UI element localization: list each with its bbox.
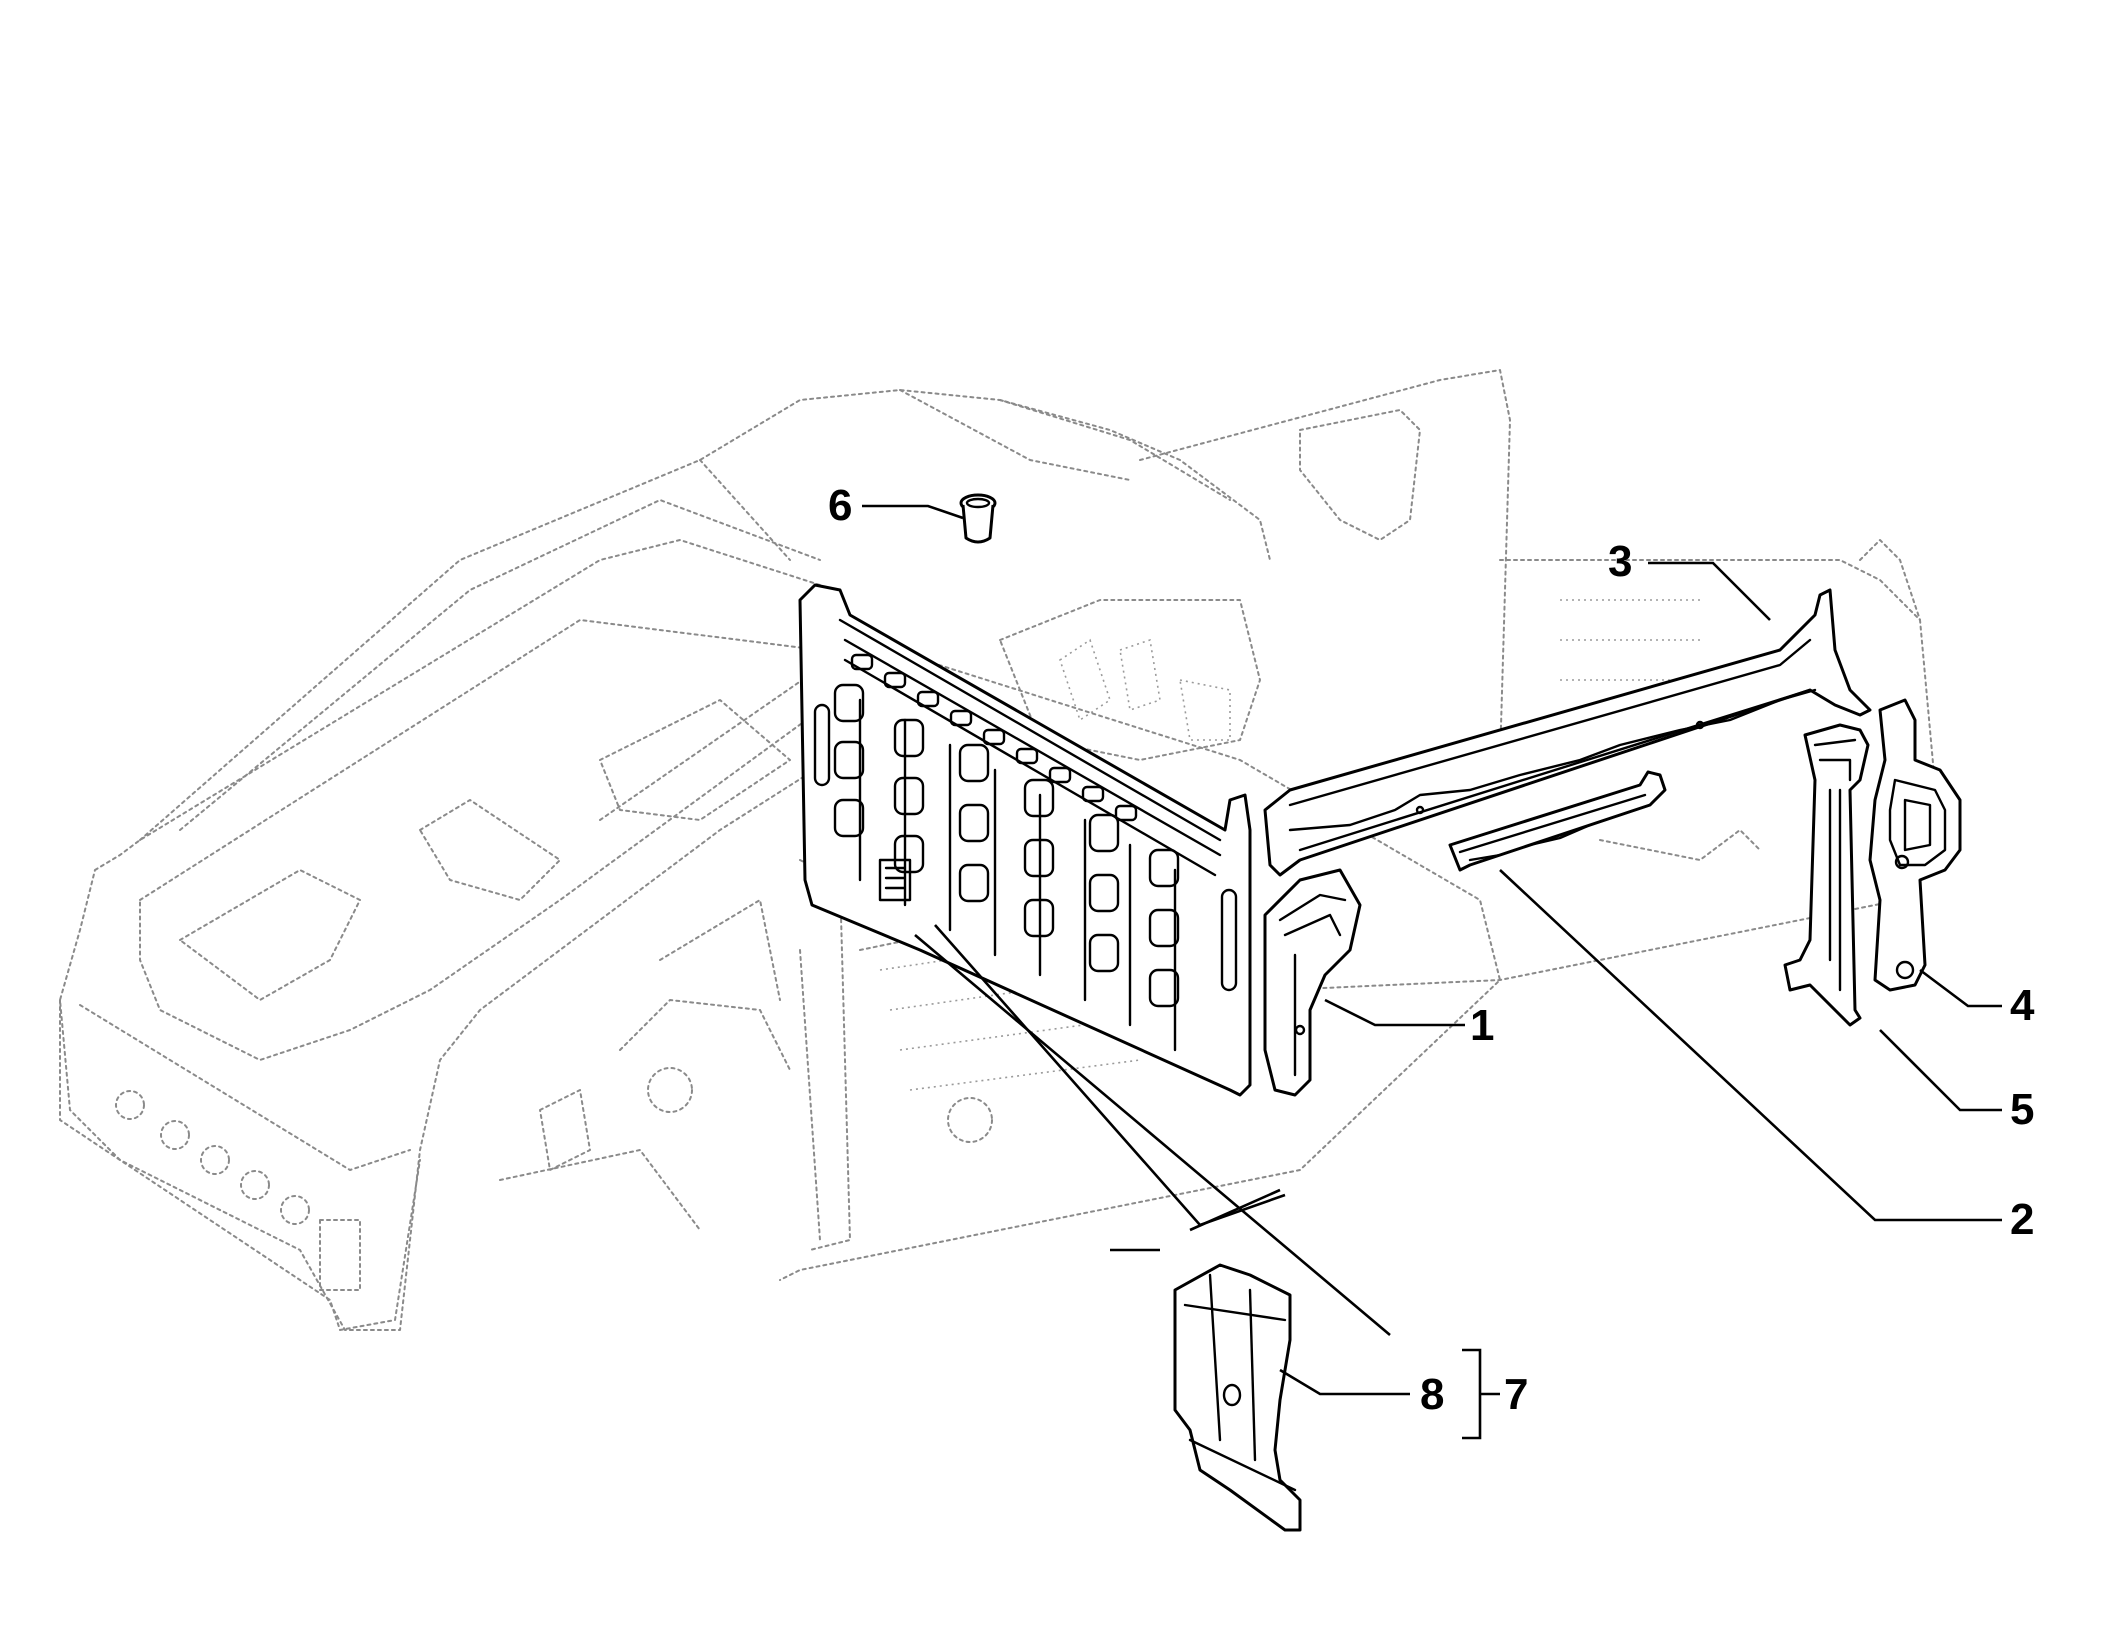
small-rail <box>1448 770 1667 872</box>
callout-6: 6 <box>828 481 852 530</box>
plug <box>959 493 997 544</box>
rear-bulkhead-panel <box>798 583 1252 1097</box>
long-rail <box>1263 588 1872 877</box>
callout-1: 1 <box>1470 1001 1494 1050</box>
floor-bracket <box>1173 1263 1302 1532</box>
pillar <box>1783 723 1870 1027</box>
callout-7: 7 <box>1504 1370 1528 1419</box>
latch-plate <box>1868 698 1962 992</box>
callout-5: 5 <box>2010 1085 2034 1134</box>
callout-2: 2 <box>2010 1195 2034 1244</box>
callout-8: 8 <box>1420 1370 1444 1419</box>
leader-lines <box>862 504 2002 1440</box>
callout-labels: 6 3 1 4 5 2 8 7 <box>828 481 2035 1419</box>
callout-3: 3 <box>1608 537 1632 586</box>
corner-bracket <box>1263 868 1362 1097</box>
callout-4: 4 <box>2010 981 2035 1030</box>
